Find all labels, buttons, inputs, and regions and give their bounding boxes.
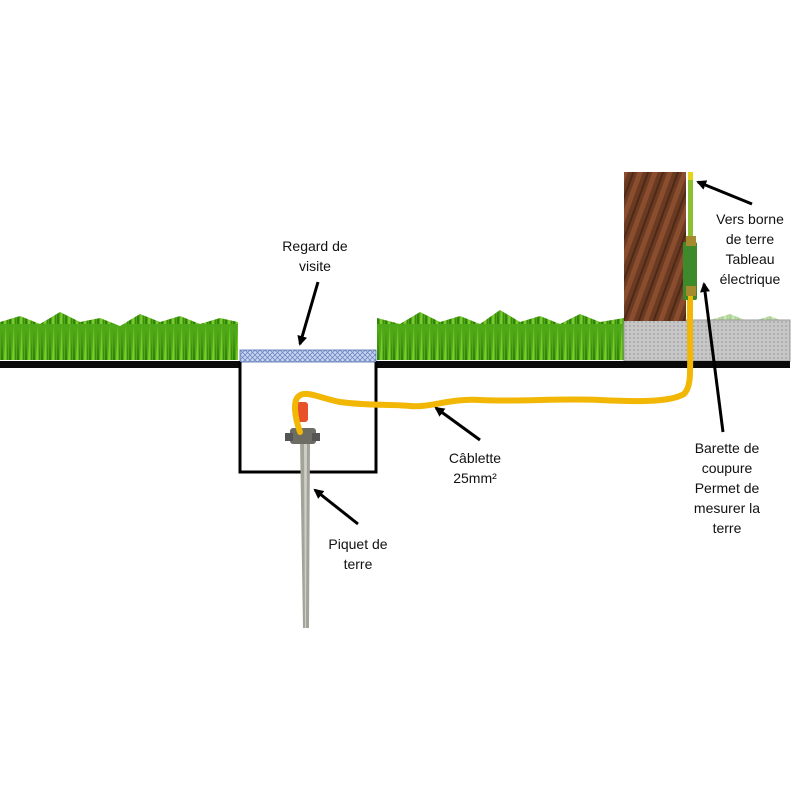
label-line: Vers borne [716, 211, 784, 227]
label-cablette: Câblette 25mm² [425, 448, 525, 488]
earthing-cable [292, 297, 694, 435]
label-line: Regard de [282, 238, 348, 254]
cut-off-bar [683, 236, 697, 318]
green-yellow-wire [688, 172, 693, 242]
label-line: 25mm² [453, 470, 497, 486]
label-line: Piquet de [328, 536, 388, 552]
label-line: terre [712, 520, 742, 536]
ground-line-left [0, 361, 240, 368]
arrow-vers [696, 180, 753, 206]
wooden-wall [624, 172, 686, 321]
label-line: Barette de [694, 440, 760, 456]
arrow-cablette [434, 406, 481, 442]
label-barette-de-coupure: Barette de coupure Permet de mesurer la … [668, 438, 786, 538]
label-line: Permet de [694, 480, 760, 496]
arrow-regard [297, 281, 320, 346]
label-line: Tableau [725, 251, 775, 267]
earth-stake [285, 402, 320, 628]
label-line: coupure [701, 460, 753, 476]
ground-line-right [376, 361, 790, 368]
concrete-slab [623, 319, 791, 362]
label-vers-borne-de-terre: Vers borne de terre Tableau électrique [700, 209, 800, 289]
label-line: de terre [725, 231, 775, 247]
label-line: électrique [719, 271, 781, 287]
label-line: Câblette [448, 450, 502, 466]
label-piquet-de-terre: Piquet de terre [300, 534, 416, 574]
grass-middle [377, 310, 624, 360]
label-line: mesurer la [693, 500, 761, 516]
label-line: visite [299, 258, 331, 274]
inspection-cover [239, 349, 377, 363]
label-line: terre [343, 556, 373, 572]
grass-left [0, 312, 238, 360]
arrow-barette [700, 282, 725, 433]
label-regard-de-visite: Regard de visite [255, 236, 375, 276]
arrow-piquet [313, 488, 359, 526]
